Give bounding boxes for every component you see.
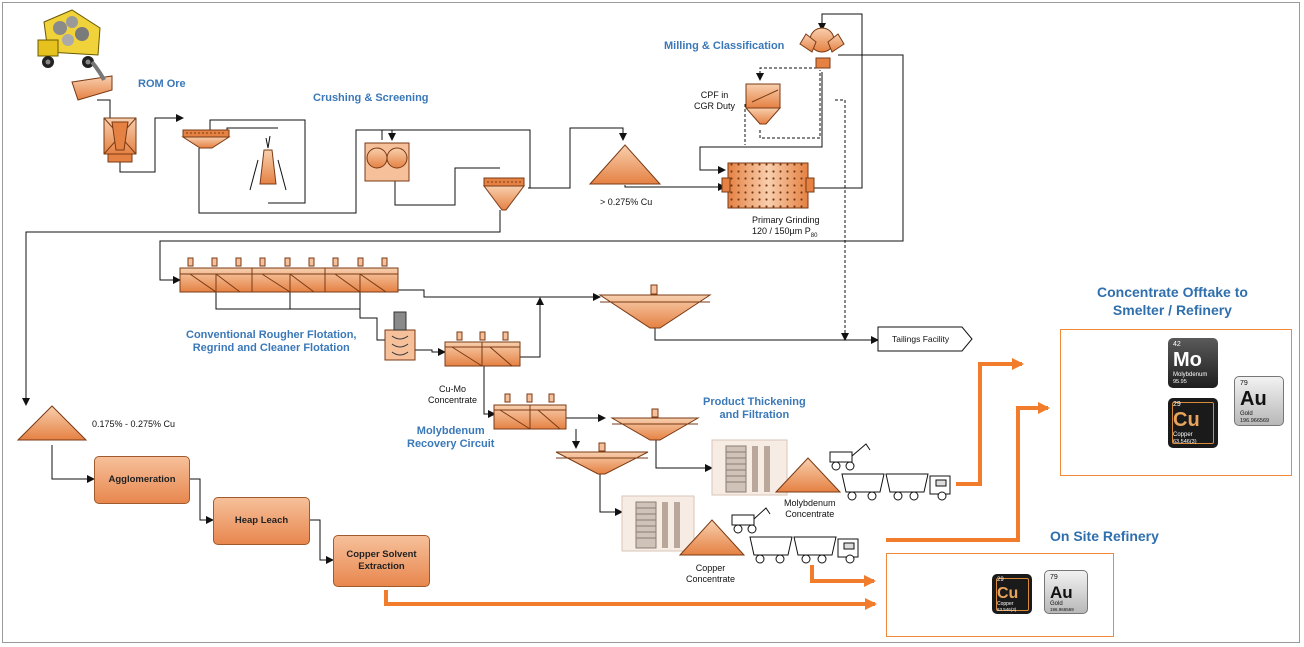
cpf-label: CPF in CGR Duty	[694, 90, 736, 111]
cu-conc-label: Copper Concentrate	[686, 563, 736, 584]
moly-thickener	[610, 408, 700, 441]
offtake-title: Concentrate Offtake to Smelter / Refiner…	[1097, 284, 1248, 318]
tailings-facility-shape	[877, 326, 973, 352]
grade-high-label: > 0.275% Cu	[600, 197, 653, 207]
moly-flotation-bank	[493, 393, 567, 430]
moly-truck-icon	[841, 473, 951, 501]
primary-crusher	[103, 117, 137, 163]
regrind-mill	[384, 311, 416, 361]
sx-box: Copper Solvent Extraction	[333, 535, 430, 587]
cyclone-cluster	[799, 27, 845, 69]
agglomeration-box: Agglomeration	[94, 456, 190, 504]
primary-grinding-label: Primary Grinding	[752, 215, 820, 225]
milling-label: Milling & Classification	[664, 40, 785, 52]
rom-hopper	[71, 75, 113, 101]
orange-arrows	[384, 358, 1050, 610]
haul-truck-icon	[37, 9, 106, 81]
moly-concentrate-pile	[774, 457, 842, 493]
product-thickening-label: Product Thickening and Filtration	[703, 396, 806, 421]
tailings-thickener	[598, 284, 712, 329]
vibrating-screen-2	[483, 177, 525, 211]
copper-loader-icon	[731, 507, 771, 534]
vibrating-screen-1	[181, 129, 231, 149]
process-lines	[22, 13, 904, 564]
primary-grinding-mill	[721, 162, 815, 209]
hpgr	[364, 142, 410, 182]
copper-thickener	[555, 442, 649, 475]
stockpile-high-grade	[588, 144, 662, 185]
cpf-classifier	[744, 83, 782, 125]
onsite-title: On Site Refinery	[1050, 528, 1159, 544]
moly-filter-press	[711, 439, 788, 496]
primary-grinding-size-label: 120 / 150µm P80	[752, 226, 818, 239]
cumo-label: Cu-Mo Concentrate	[428, 384, 478, 405]
copper-concentrate-pile	[678, 519, 746, 556]
grade-low-label: 0.175% - 0.275% Cu	[92, 419, 176, 429]
stockpile-low-grade	[16, 405, 88, 441]
crushing-label: Crushing & Screening	[313, 92, 429, 104]
flotation-label: Conventional Rougher Flotation, Regrind …	[186, 329, 357, 354]
moly-loader-icon	[829, 443, 871, 471]
cleaner-flotation-bank	[444, 331, 521, 367]
heap-leach-box: Heap Leach	[213, 497, 310, 545]
rom-ore-label: ROM Ore	[138, 78, 186, 90]
copper-truck-icon	[749, 536, 859, 564]
moly-circuit-label: Molybdenum Recovery Circuit	[407, 425, 495, 450]
rougher-flotation-bank	[179, 257, 399, 293]
moly-conc-label: Molybdenum Concentrate	[784, 498, 836, 519]
copper-filter-press	[621, 495, 695, 552]
cone-crusher	[249, 135, 287, 191]
tailings-label: Tailings Facility	[892, 334, 950, 344]
dashed-lines	[744, 67, 849, 341]
